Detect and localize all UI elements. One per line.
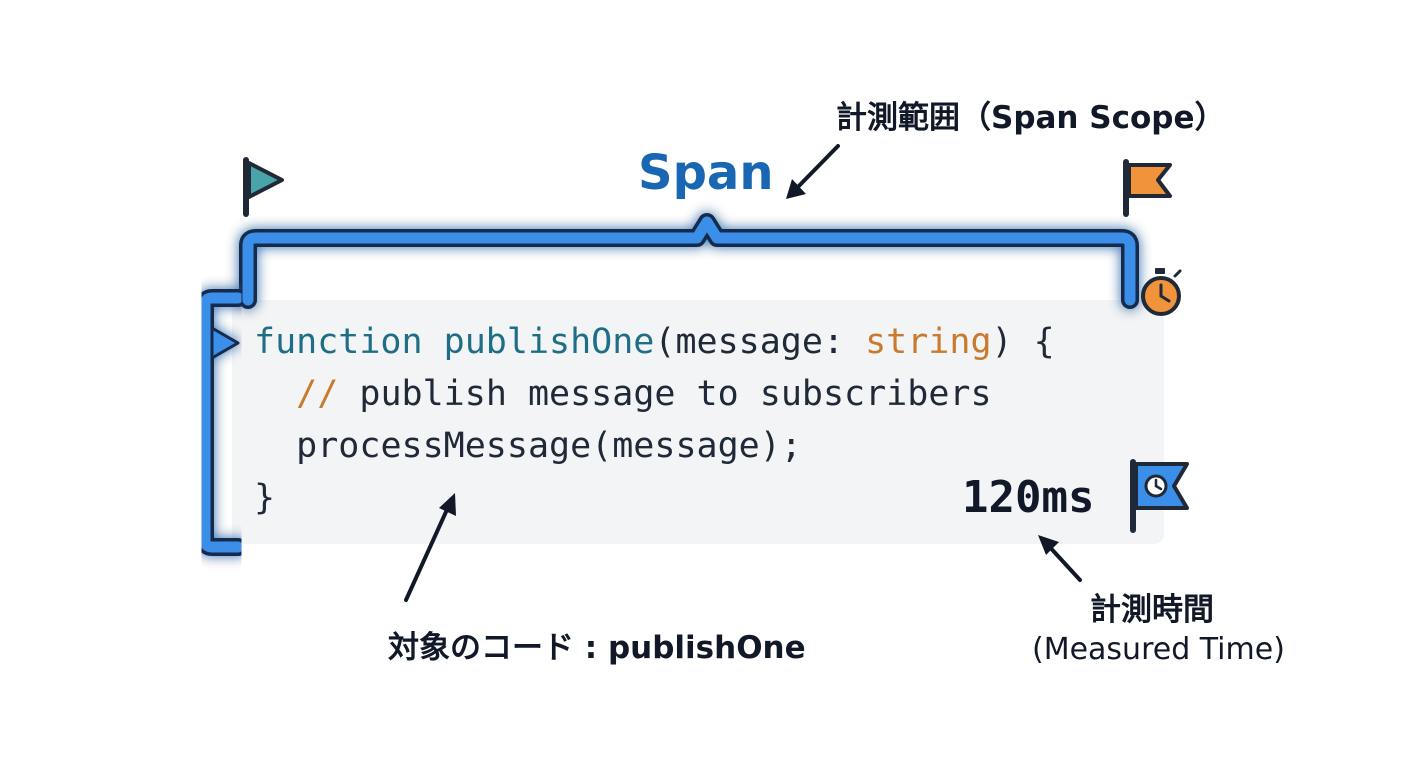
clock-flag-icon — [1130, 459, 1189, 533]
orange-flag-icon — [1123, 159, 1172, 217]
measured-time-label-en: (Measured Time) — [1032, 632, 1285, 667]
target-arrow — [404, 493, 456, 602]
span-scope-label: 計測範囲（Span Scope） — [836, 100, 1226, 136]
code-comment-marker: // — [296, 374, 339, 414]
code-type: string — [865, 322, 992, 362]
code-closing-brace: } — [254, 478, 276, 518]
code-function-name: publishOne — [443, 322, 655, 362]
teal-flag-icon — [243, 157, 284, 217]
code-comment-text: publish message to subscribers — [338, 374, 992, 414]
stopwatch-icon — [1141, 268, 1182, 316]
code-text: function publishOne(message: string) { /… — [254, 316, 1055, 524]
scope-arrow — [786, 144, 840, 199]
span-label: Span — [638, 145, 774, 201]
code-keyword: function — [254, 322, 423, 362]
span-top-bracket — [239, 213, 1139, 309]
time-arrow — [1038, 535, 1082, 582]
code-params-close: ) { — [991, 322, 1055, 362]
code-block — [232, 300, 1164, 544]
code-call-line: processMessage(message); — [296, 426, 802, 466]
duration-value: 120ms — [962, 472, 1095, 523]
target-code-label: 対象のコード : publishOne — [388, 630, 806, 666]
measured-time-label-ja: 計測時間 — [1090, 592, 1214, 628]
span-left-bracket — [196, 289, 247, 556]
code-params-open: (message: — [654, 322, 866, 362]
